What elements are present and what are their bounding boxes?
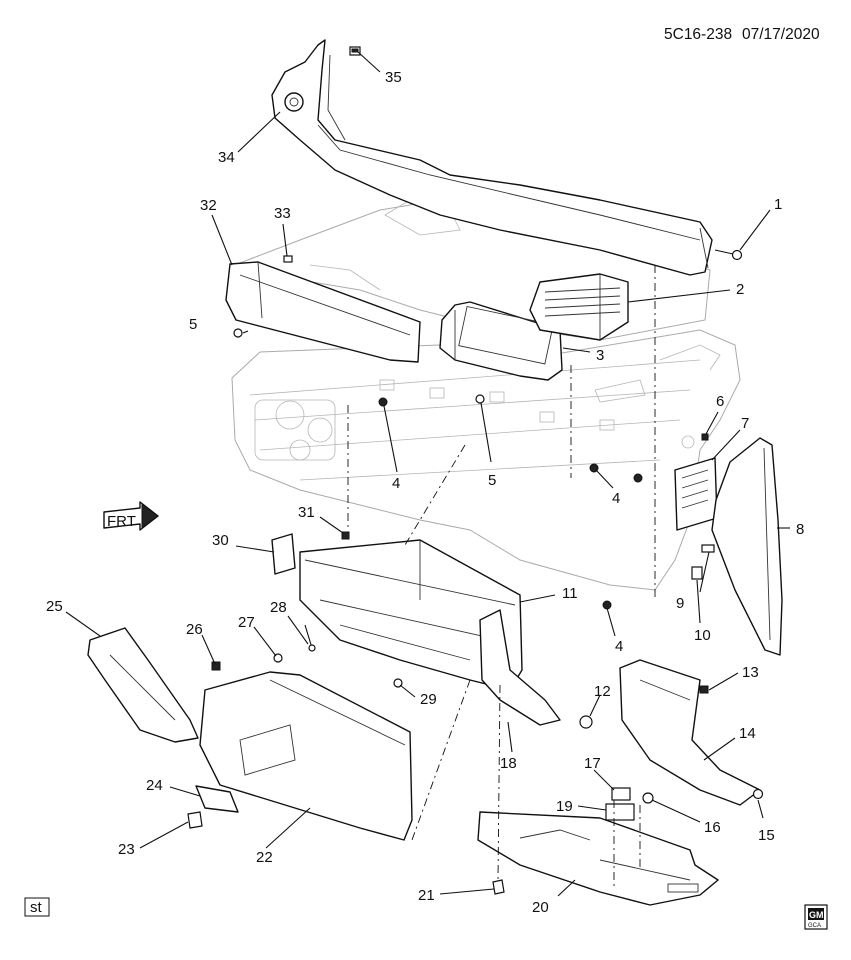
callout-35: 35 (385, 69, 402, 86)
part-25-left-bracket (87, 627, 199, 743)
part-5-screw (233, 328, 485, 404)
part-34-upper-trim-panel (271, 39, 713, 276)
part-30-switch (271, 533, 296, 575)
part-32-trim-plate (225, 261, 421, 363)
callout-9: 9 (676, 595, 684, 612)
leader-lines (65, 51, 790, 897)
callout-24: 24 (146, 777, 163, 794)
part-6-clip (701, 433, 709, 441)
assembly-guide-lines (347, 265, 656, 890)
part-26-clip (211, 661, 221, 671)
part-18-bracket (479, 609, 561, 726)
callout-28: 28 (270, 599, 287, 616)
instrument-panel-frame (231, 329, 741, 591)
callout-14: 14 (739, 725, 756, 742)
callout-2: 2 (736, 281, 744, 298)
callout-1: 1 (774, 196, 782, 213)
part-23-bumper (187, 811, 203, 829)
callout-15: 15 (758, 827, 775, 844)
part-35-clip (349, 46, 361, 56)
callout-13: 13 (742, 664, 759, 681)
part-20-insulator-panel (477, 811, 719, 906)
part-28-pin (304, 624, 316, 652)
callout-16: 16 (704, 819, 721, 836)
callout-labels: 1 2 3 4 4 4 5 5 6 7 8 9 10 11 12 13 14 1… (46, 69, 804, 916)
part-7-label (674, 457, 718, 531)
callout-12: 12 (594, 683, 611, 700)
callout-18: 18 (500, 755, 517, 772)
callout-5: 5 (189, 316, 197, 333)
front-direction-arrow: FRT (103, 501, 159, 531)
part-1-screw (714, 249, 743, 261)
part-12-grommet (579, 715, 593, 729)
callout-11: 11 (562, 585, 578, 602)
callout-19: 19 (556, 798, 573, 815)
callout-34: 34 (218, 149, 235, 166)
callout-23: 23 (118, 841, 135, 858)
part-8-end-cap (711, 437, 783, 656)
callout-29: 29 (420, 691, 437, 708)
callout-17: 17 (584, 755, 601, 772)
part-17-connector (611, 787, 631, 801)
part-10-clip (691, 566, 703, 580)
part-31-clip (341, 531, 350, 540)
callout-4b: 4 (612, 490, 620, 507)
callout-26: 26 (186, 621, 203, 638)
diagram-date: 07/17/2020 (742, 26, 820, 43)
st-badge: st (24, 897, 50, 917)
callout-33: 33 (274, 205, 291, 222)
callout-27: 27 (238, 614, 255, 631)
diagram-id: 5C16-238 (664, 26, 732, 43)
callout-30: 30 (212, 532, 229, 549)
callout-25: 25 (46, 598, 63, 615)
callout-4c: 4 (615, 638, 623, 655)
part-33-clip (283, 255, 293, 263)
part-9-clip (701, 544, 715, 553)
part-2-air-outlet (529, 273, 629, 341)
callout-3: 3 (596, 347, 604, 364)
part-3-display-bezel (439, 301, 563, 381)
part-4-nut (378, 397, 643, 610)
svg-text:GCA: GCA (808, 923, 821, 929)
gm-logo: GM GCA (804, 904, 828, 930)
callout-10: 10 (694, 627, 711, 644)
part-24-latch (195, 785, 239, 813)
callout-5b: 5 (488, 472, 496, 489)
callout-20: 20 (532, 899, 549, 916)
part-21-retainer (492, 879, 505, 895)
part-13-clip (699, 685, 709, 694)
part-16-clip (642, 792, 654, 804)
part-15-screw (752, 788, 764, 800)
callout-31: 31 (298, 504, 315, 521)
svg-text:st: st (30, 899, 43, 916)
callout-22: 22 (256, 849, 273, 866)
svg-text:GM: GM (809, 910, 824, 920)
part-22-glove-box-door (199, 671, 413, 841)
callout-21: 21 (418, 887, 435, 904)
callout-7: 7 (741, 415, 749, 432)
callout-4: 4 (392, 475, 400, 492)
callout-6: 6 (716, 393, 724, 410)
svg-text:FRT: FRT (107, 513, 136, 530)
part-19-connector (605, 803, 635, 821)
callout-8: 8 (796, 521, 804, 538)
callout-32: 32 (200, 197, 217, 214)
